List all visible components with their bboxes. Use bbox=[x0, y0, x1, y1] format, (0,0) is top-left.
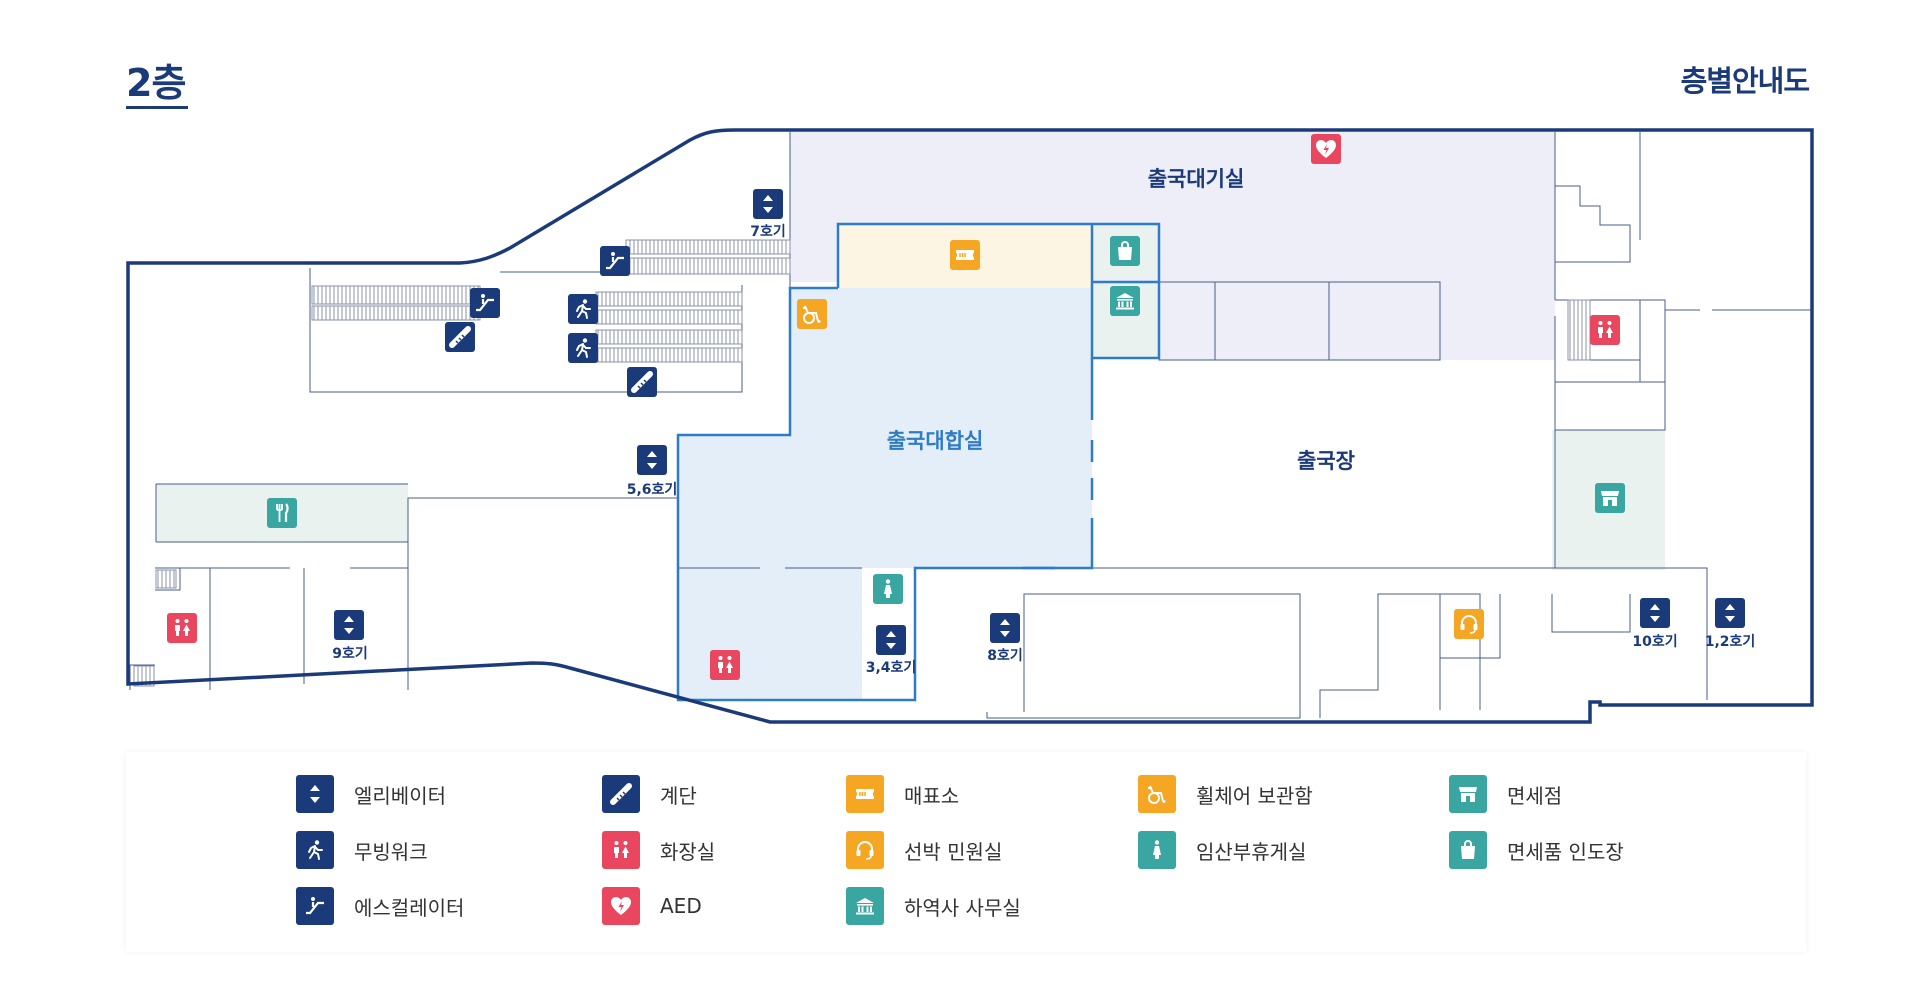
elevator-icon bbox=[296, 775, 334, 813]
elevator-10-icon[interactable] bbox=[1640, 598, 1670, 628]
stairs-icon bbox=[602, 775, 640, 813]
floor-title: 2층 bbox=[126, 61, 186, 105]
elevator-label-12: 1,2호기 bbox=[1705, 634, 1756, 650]
legend-item-moving-walk: 무빙워크 bbox=[296, 830, 428, 870]
legend-item-ticket-office: 매표소 bbox=[846, 774, 959, 814]
elevator-34-icon[interactable] bbox=[876, 625, 906, 655]
legend-label: 임산부휴게실 bbox=[1196, 839, 1307, 864]
legend-label: 에스컬레이터 bbox=[354, 895, 465, 920]
departure-hall-area[interactable] bbox=[678, 288, 1092, 700]
legend-item-restroom: 화장실 bbox=[602, 830, 715, 870]
legend-label: 매표소 bbox=[904, 783, 960, 808]
legend-item-aed: AED bbox=[602, 886, 702, 926]
map-icons bbox=[167, 134, 1745, 680]
escalator-icon[interactable] bbox=[470, 288, 500, 318]
legend-label: 면세점 bbox=[1507, 783, 1563, 808]
legend-item-elevator: 엘리베이터 bbox=[296, 774, 446, 814]
wheelchair-storage-icon[interactable] bbox=[797, 299, 827, 329]
elevator-label-10: 10호기 bbox=[1632, 634, 1677, 650]
legend-label: AED bbox=[660, 894, 702, 918]
elevator-8-icon[interactable] bbox=[990, 613, 1020, 643]
ticket-office-icon[interactable] bbox=[950, 240, 980, 270]
moving-walk-icon[interactable] bbox=[568, 294, 598, 324]
legend-item-complaints-office: 선박 민원실 bbox=[846, 830, 1002, 870]
restroom-icon[interactable] bbox=[1590, 315, 1620, 345]
legend-label: 계단 bbox=[660, 783, 697, 808]
legend-label: 무빙워크 bbox=[354, 839, 428, 864]
legend-label: 휠체어 보관함 bbox=[1196, 783, 1313, 808]
elevator-label-34: 3,4호기 bbox=[866, 660, 917, 676]
legend-item-cargo-office: 하역사 사무실 bbox=[846, 886, 1021, 926]
shopping-bag-icon bbox=[1449, 831, 1487, 869]
headset-icon bbox=[846, 831, 884, 869]
elevator-12-icon[interactable] bbox=[1715, 598, 1745, 628]
nursing-room-icon[interactable] bbox=[873, 574, 903, 604]
restroom-icon bbox=[602, 831, 640, 869]
elevator-label-7: 7호기 bbox=[750, 224, 786, 240]
elevator-9-icon[interactable] bbox=[334, 610, 364, 640]
legend-label: 선박 민원실 bbox=[904, 839, 1003, 864]
area-label-departure-lounge: 출국대기실 bbox=[1148, 167, 1245, 191]
elevator-label-8: 8호기 bbox=[987, 648, 1023, 664]
legend-item-stairs: 계단 bbox=[602, 774, 697, 814]
legend-item-wheelchair-storage: 휠체어 보관함 bbox=[1138, 774, 1313, 814]
restroom-icon[interactable] bbox=[710, 650, 740, 680]
moving-walk-icon[interactable] bbox=[568, 333, 598, 363]
legend-label: 엘리베이터 bbox=[354, 783, 446, 808]
legend-label: 면세품 인도장 bbox=[1507, 839, 1624, 864]
complaints-office-icon[interactable] bbox=[1454, 609, 1484, 639]
area-label-departure-hall: 출국대합실 bbox=[887, 429, 984, 453]
duty-free-shop-icon[interactable] bbox=[1595, 483, 1625, 513]
floor-title-underline bbox=[126, 106, 188, 109]
departure-hall-outline bbox=[836, 222, 1161, 360]
building-outline bbox=[126, 128, 1814, 724]
elevator-7-icon[interactable] bbox=[753, 189, 783, 219]
departure-lounge-area[interactable] bbox=[790, 132, 1555, 360]
cargo-office-icon[interactable] bbox=[1110, 286, 1140, 316]
elevator-56-icon[interactable] bbox=[637, 445, 667, 475]
ticket-office-icon bbox=[846, 775, 884, 813]
legend-item-nursing-room: 임산부휴게실 bbox=[1138, 830, 1306, 870]
floor-guide-title: 층별안내도 bbox=[1680, 64, 1810, 98]
cargo-office-icon bbox=[846, 887, 884, 925]
legend-item-duty-free-pickup: 면세품 인도장 bbox=[1449, 830, 1624, 870]
escalator-icon bbox=[296, 887, 334, 925]
duty-free-pickup-icon[interactable] bbox=[1110, 236, 1140, 266]
shop-icon bbox=[1449, 775, 1487, 813]
aed-icon bbox=[602, 887, 640, 925]
escalator-icon[interactable] bbox=[600, 246, 630, 276]
stairs-icon[interactable] bbox=[445, 322, 475, 352]
restroom-icon[interactable] bbox=[167, 613, 197, 643]
map-legend: 엘리베이터 무빙워크 에스컬레이터 계단 화장실 AED 매표소 선박 민원실 … bbox=[126, 752, 1806, 952]
wheelchair-icon bbox=[1138, 775, 1176, 813]
restaurant-icon[interactable] bbox=[267, 498, 297, 528]
legend-label: 화장실 bbox=[660, 839, 716, 864]
elevator-label-56: 5,6호기 bbox=[627, 482, 678, 498]
elevator-label-9: 9호기 bbox=[332, 646, 368, 662]
moving-walk-icon bbox=[296, 831, 334, 869]
nursing-room-icon bbox=[1138, 831, 1176, 869]
legend-item-escalator: 에스컬레이터 bbox=[296, 886, 464, 926]
stairs-icon[interactable] bbox=[627, 367, 657, 397]
floor-map: 출국대기실 출국대합실 출국장 7호기 5,6호기 9호기 3,4호기 8호기 … bbox=[126, 128, 1814, 724]
area-label-departure-gate: 출국장 bbox=[1297, 449, 1355, 473]
legend-item-duty-free: 면세점 bbox=[1449, 774, 1562, 814]
aed-icon[interactable] bbox=[1311, 134, 1341, 164]
legend-label: 하역사 사무실 bbox=[904, 895, 1021, 920]
